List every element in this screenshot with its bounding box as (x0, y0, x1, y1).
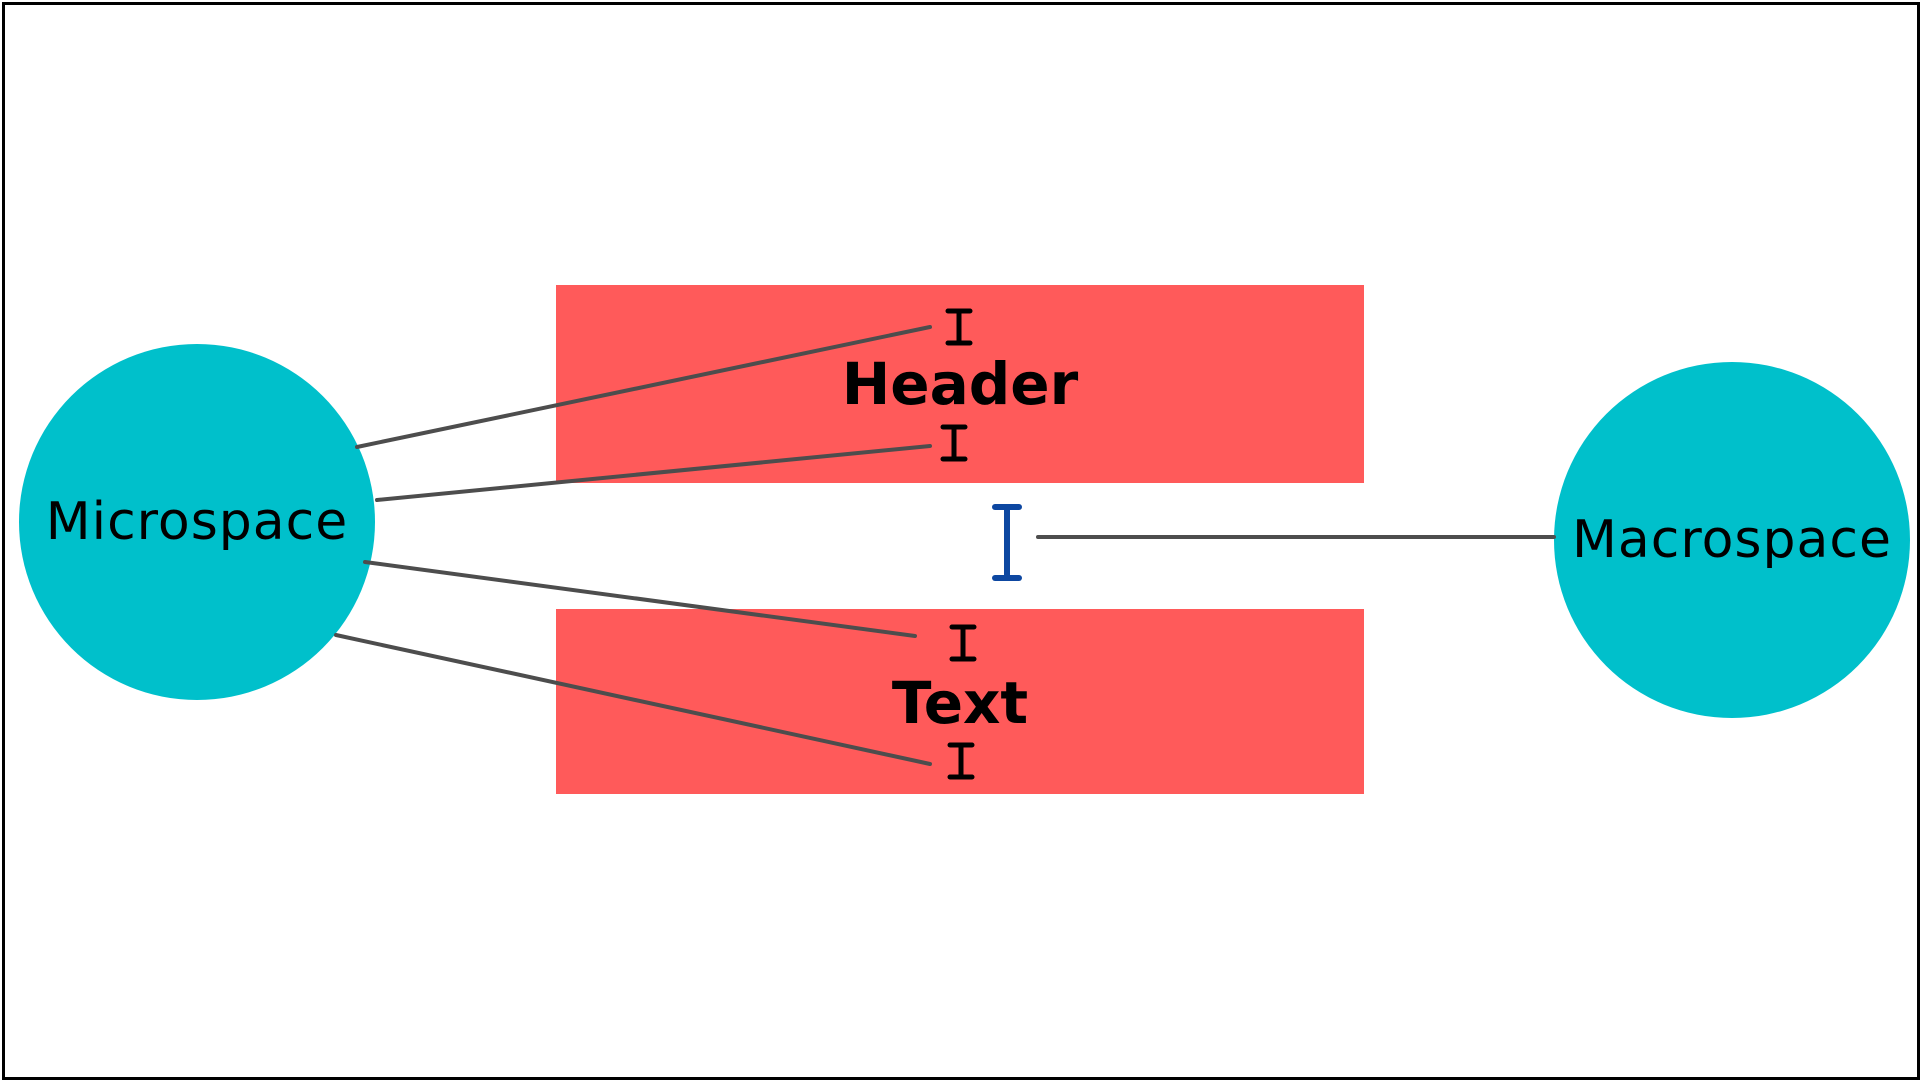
text-label: Text (891, 669, 1029, 737)
macrospace-node: Macrospace (1554, 362, 1910, 718)
header-box: Header (556, 285, 1364, 483)
text-box: Text (556, 609, 1364, 794)
microspace-node: Microspace (19, 344, 375, 700)
header-label: Header (841, 350, 1079, 418)
microspace-label: Microspace (45, 492, 349, 552)
macrospace-label: Macrospace (1572, 510, 1892, 570)
